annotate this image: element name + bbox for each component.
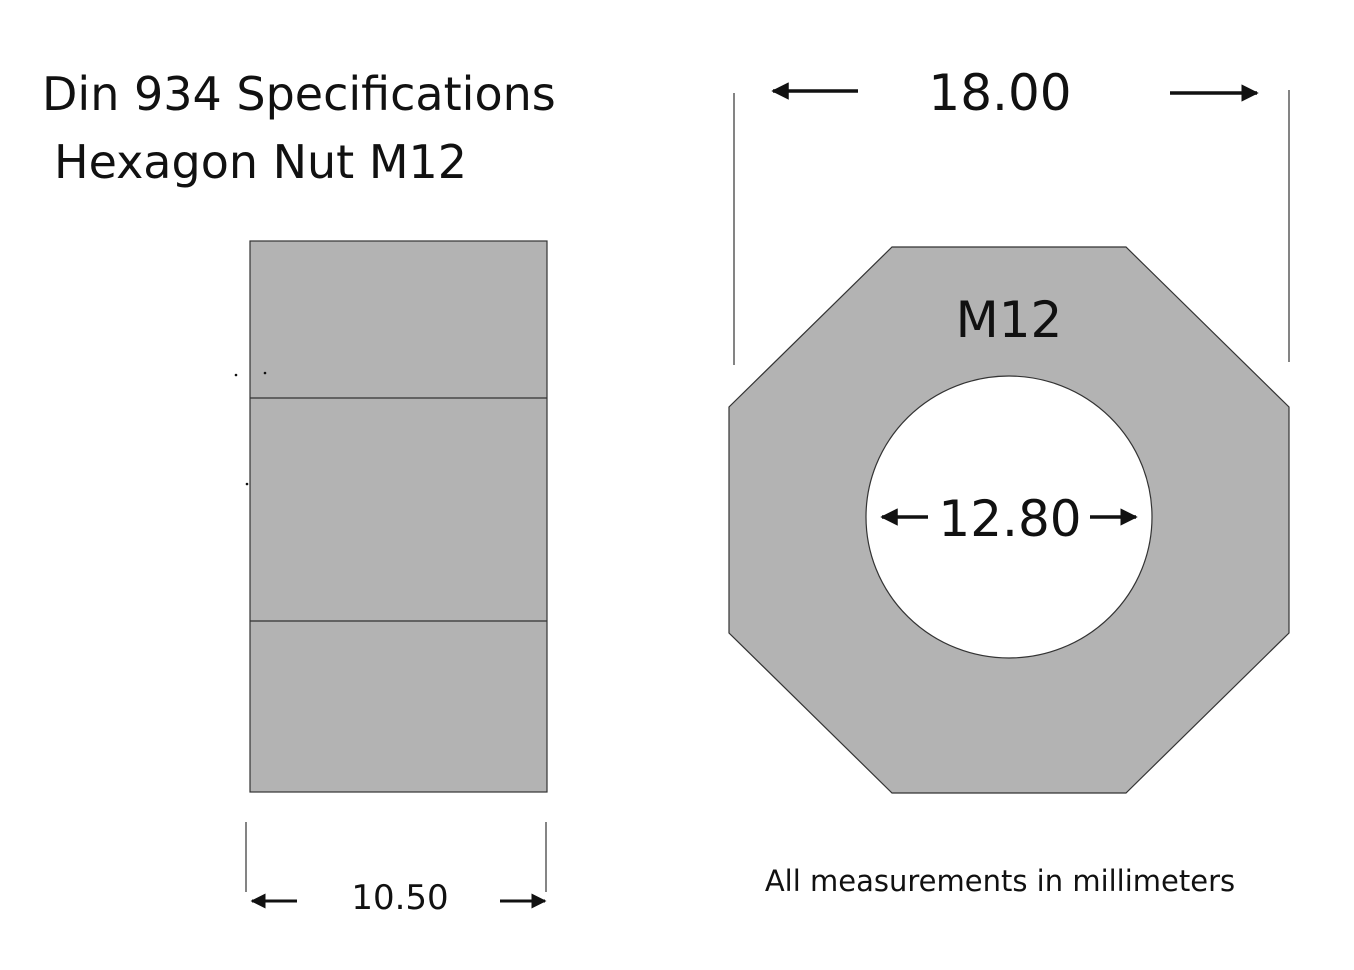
title-line-2: Hexagon Nut M12	[54, 135, 467, 189]
nut-top-view: M12	[728, 246, 1290, 794]
nut-side-body	[249, 240, 548, 793]
nut-octagon	[728, 246, 1290, 794]
thread-label: M12	[956, 291, 1063, 349]
units-note: All measurements in millimeters	[765, 864, 1235, 898]
inner-diameter-dimension: 12.80	[880, 490, 1138, 548]
stray-dot	[263, 371, 267, 375]
inner-diameter-value: 12.80	[938, 490, 1081, 548]
stray-dot	[234, 373, 238, 377]
width-value: 18.00	[928, 64, 1071, 122]
nut-side-view	[234, 240, 548, 793]
title-line-1: Din 934 Specifications	[42, 67, 556, 121]
stray-dot	[245, 482, 249, 486]
width-dimension: 18.00	[733, 64, 1290, 365]
thickness-dimension: 10.50	[245, 822, 547, 918]
thickness-value: 10.50	[351, 878, 448, 918]
